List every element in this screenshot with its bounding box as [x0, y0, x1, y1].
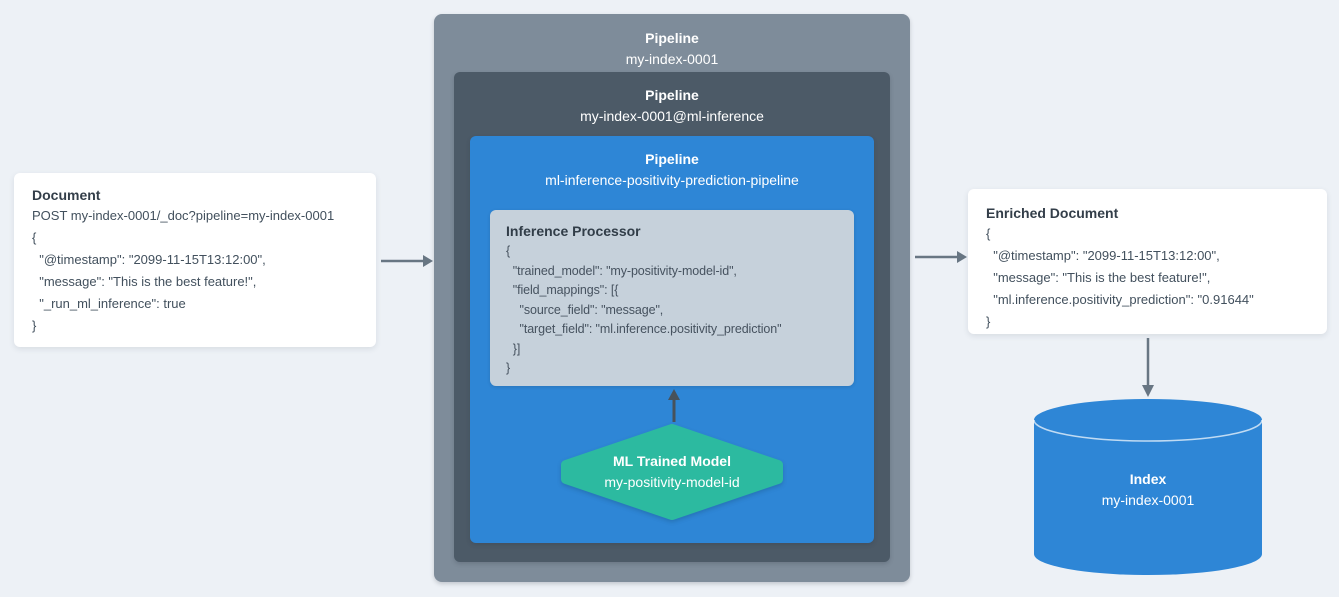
index-cylinder: Index my-index-0001	[1033, 398, 1263, 576]
inference-processor-code: { "trained_model": "my-positivity-model-…	[506, 244, 782, 375]
ml-trained-model-hexagon: ML Trained Model my-positivity-model-id	[557, 424, 787, 520]
arrow-right-icon	[381, 255, 433, 267]
enriched-document-title: Enriched Document	[986, 205, 1119, 221]
pipeline-inner-name: ml-inference-positivity-prediction-pipel…	[545, 172, 799, 188]
ml-trained-model-label: ML Trained Model my-positivity-model-id	[557, 424, 787, 520]
pipeline-outer-header: Pipeline my-index-0001	[434, 14, 910, 70]
enriched-document-card: Enriched Document { "@timestamp": "2099-…	[968, 189, 1327, 334]
index-name: my-index-0001	[1101, 492, 1195, 508]
document-card-code: POST my-index-0001/_doc?pipeline=my-inde…	[32, 208, 335, 333]
pipeline-mid-header: Pipeline my-index-0001@ml-inference	[454, 72, 890, 127]
arrow-down-icon	[1142, 338, 1154, 397]
inference-processor-box: Inference Processor { "trained_model": "…	[490, 210, 854, 386]
pipeline-mid-box: Pipeline my-index-0001@ml-inference Pipe…	[454, 72, 890, 562]
pipeline-inner-title: Pipeline	[645, 151, 699, 167]
arrow-right-icon	[915, 251, 967, 263]
hexagon-icon	[561, 424, 783, 520]
ml-trained-model-title: ML Trained Model	[613, 453, 731, 469]
ml-trained-model-name: my-positivity-model-id	[604, 474, 740, 490]
pipeline-mid-title: Pipeline	[645, 87, 699, 103]
pipeline-outer-title: Pipeline	[645, 30, 699, 46]
document-card-title: Document	[32, 187, 101, 203]
enriched-document-code: { "@timestamp": "2099-11-15T13:12:00", "…	[986, 226, 1254, 329]
arrow-up-icon	[668, 389, 680, 422]
pipeline-outer-name: my-index-0001	[625, 51, 719, 67]
index-label: Index my-index-0001	[1033, 469, 1263, 511]
index-title: Index	[1129, 471, 1167, 487]
pipeline-mid-name: my-index-0001@ml-inference	[580, 108, 764, 124]
database-cylinder-icon	[1033, 399, 1263, 575]
pipeline-inner-header: Pipeline ml-inference-positivity-predict…	[470, 136, 874, 191]
inference-processor-title: Inference Processor	[506, 223, 641, 239]
document-card: Document POST my-index-0001/_doc?pipelin…	[14, 173, 376, 347]
pipeline-outer-box: Pipeline my-index-0001 Pipeline my-index…	[434, 14, 910, 582]
pipeline-inner-box: Pipeline ml-inference-positivity-predict…	[470, 136, 874, 543]
